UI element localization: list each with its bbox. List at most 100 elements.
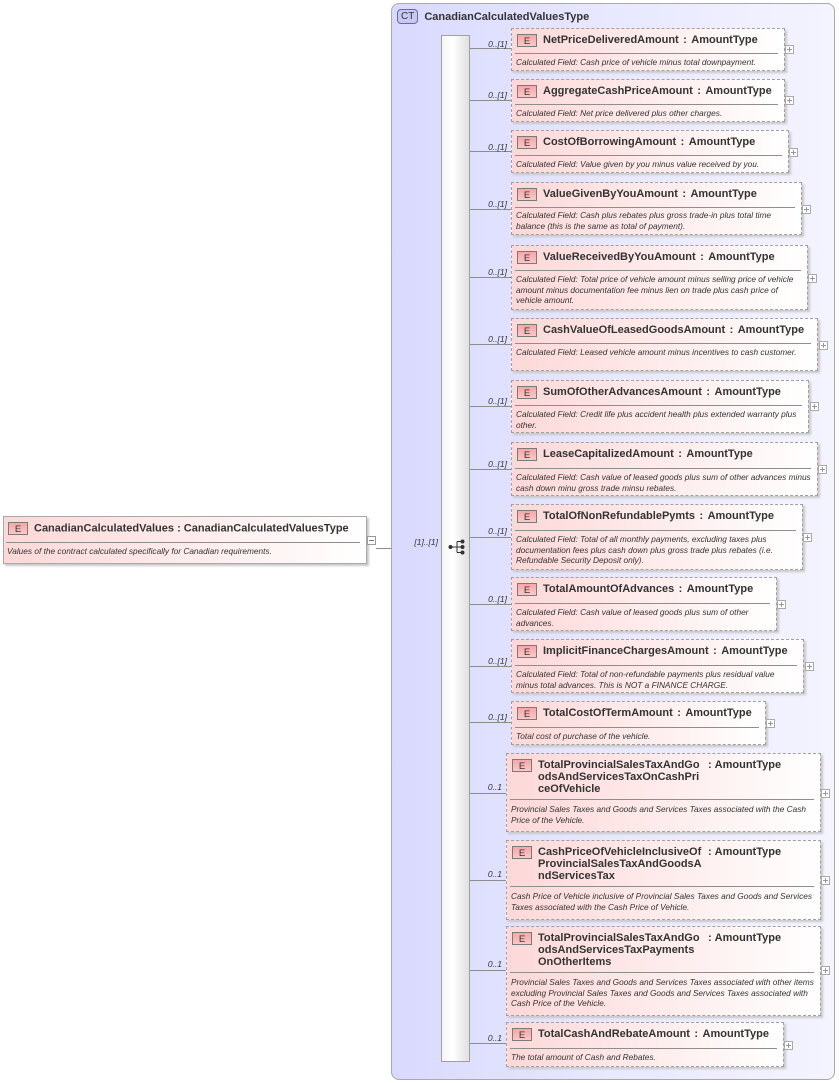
type-separator: : (708, 759, 712, 771)
element-type: AmountType (737, 324, 805, 336)
element-name: LeaseCapitalizedAmount (543, 448, 674, 460)
type-separator: : (706, 386, 711, 398)
expand-button[interactable] (789, 148, 798, 157)
element-name: TotalCashAndRebateAmount (538, 1028, 690, 1040)
divider (510, 1048, 777, 1049)
connector-line (470, 277, 511, 278)
element-icon: E (517, 188, 537, 201)
element-type: AmountType (685, 707, 752, 719)
expand-button[interactable] (818, 465, 827, 474)
expand-button[interactable] (803, 533, 812, 542)
element-doc: Calculated Field: Cash plus rebates plus… (516, 210, 772, 231)
element-name: TotalAmountOfAdvances (543, 583, 675, 595)
type-separator: : (680, 136, 685, 148)
element-type: AmountType (721, 645, 788, 657)
divider (510, 972, 814, 973)
divider (515, 727, 759, 728)
divider (515, 468, 811, 469)
expand-button[interactable] (821, 966, 830, 975)
expand-button[interactable] (819, 341, 828, 350)
element-icon: E (517, 251, 537, 264)
sequence-icon[interactable] (448, 539, 466, 555)
divider (515, 155, 782, 156)
element-name: ValueGivenByYouAmount (543, 188, 678, 200)
divider (515, 104, 778, 105)
element-icon: E (512, 759, 532, 772)
expand-button[interactable] (784, 1041, 793, 1050)
element-doc: Calculated Field: Cash value of leased g… (516, 472, 811, 493)
element-name: CashPriceOfVehicleInclusiveOfProvincialS… (538, 846, 702, 882)
element-icon: E (517, 324, 537, 337)
connector-line (470, 469, 511, 470)
multiplicity-label: 0..1 (487, 782, 502, 792)
element-doc: Calculated Field: Total of all monthly p… (516, 534, 773, 565)
element-type: AmountType (708, 251, 775, 263)
type-separator: : (700, 251, 704, 263)
expand-button[interactable] (821, 789, 830, 798)
expand-button[interactable] (785, 96, 794, 105)
expand-button[interactable] (808, 274, 817, 283)
multiplicity-label: 0..[1] (488, 39, 507, 49)
element-name: TotalProvincialSalesTaxAndGoodsAndServic… (538, 759, 700, 795)
expand-button[interactable] (785, 45, 794, 54)
element-icon: E (517, 707, 537, 720)
type-separator: : (177, 522, 181, 535)
element-type: AmountType (714, 759, 782, 771)
expand-button[interactable] (777, 600, 786, 609)
element-icon: E (517, 34, 537, 47)
element-type: AmountType (690, 188, 757, 200)
expand-button[interactable] (805, 662, 814, 671)
divider (6, 542, 360, 543)
element-doc: Provincial Sales Taxes and Goods and Ser… (511, 804, 807, 825)
element-doc: Calculated Field: Credit life plus accid… (516, 409, 797, 430)
divider (510, 886, 814, 887)
element-header: E TotalProvincialSalesTaxAndGoodsAndServi… (512, 759, 814, 795)
connector-line (470, 793, 506, 794)
expand-button[interactable] (802, 205, 811, 214)
multiplicity-label: 0..[1] (488, 334, 507, 344)
type-separator: : (678, 448, 682, 460)
connector-line (470, 344, 511, 345)
element-type: AmountType (702, 1028, 769, 1040)
element-icon: E (512, 932, 532, 945)
multiplicity-label: 0..1 (487, 1033, 502, 1043)
element-type: AmountType (686, 448, 753, 460)
child-element-box[interactable]: E TotalProvincialSalesTaxAndGoodsAndServi… (506, 753, 821, 832)
expand-button[interactable] (810, 402, 819, 411)
type-separator: : (713, 645, 717, 657)
expand-button[interactable] (766, 719, 775, 728)
element-doc: Calculated Field: Total of non-refundabl… (516, 669, 775, 690)
expand-button[interactable] (821, 876, 830, 885)
divider (510, 799, 814, 800)
complex-type-icon: CT (397, 9, 419, 25)
connector-line (470, 666, 511, 667)
complex-type-name: CanadianCalculatedValuesType (424, 10, 590, 23)
collapse-button[interactable] (367, 536, 376, 545)
